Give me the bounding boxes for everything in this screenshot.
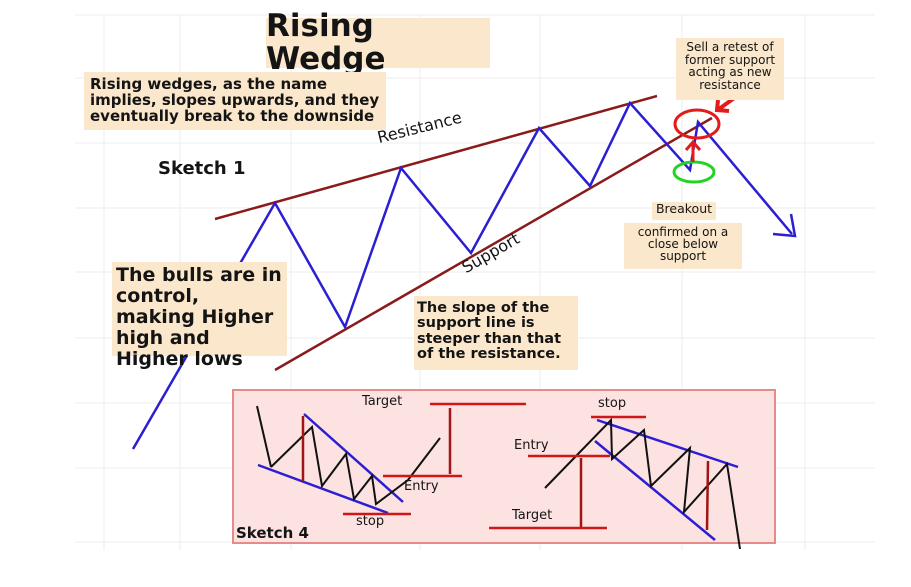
bulls-note: The bulls are in control, making Higher … xyxy=(112,262,287,369)
slope-note: The slope of the support line is steeper… xyxy=(414,296,578,370)
resistance-line xyxy=(214,94,658,221)
sketch1-label: Sketch 1 xyxy=(158,158,246,179)
retest-circle xyxy=(673,108,721,140)
down-arrow-head xyxy=(772,213,797,238)
sketch4-panel xyxy=(232,389,776,544)
intro-note: Rising wedges, as the name implies, slop… xyxy=(84,72,386,130)
support-line xyxy=(274,116,713,372)
sketch4-right-stop-label: stop xyxy=(598,396,627,411)
sketch4-left-target-label: Target xyxy=(362,394,403,409)
breakout-title: Breakout xyxy=(652,202,716,220)
sketch4-left-entry-label: Entry xyxy=(404,479,439,494)
sketch4-left-falling-wedge xyxy=(256,402,526,516)
sketch4-right-entry-label: Entry xyxy=(514,438,549,453)
page-title: Rising Wedge xyxy=(266,10,490,75)
breakout-circle xyxy=(672,160,716,184)
sketch4-right-target-label: Target xyxy=(512,508,553,523)
sketch4-left-stop-label: stop xyxy=(356,514,385,529)
sell-retest-note: Sell a retest of former support acting a… xyxy=(676,38,784,100)
sketch4-label: Sketch 4 xyxy=(236,524,309,542)
breakout-note: confirmed on a close below support xyxy=(624,223,742,269)
sketch4-right-wedge xyxy=(489,415,741,550)
